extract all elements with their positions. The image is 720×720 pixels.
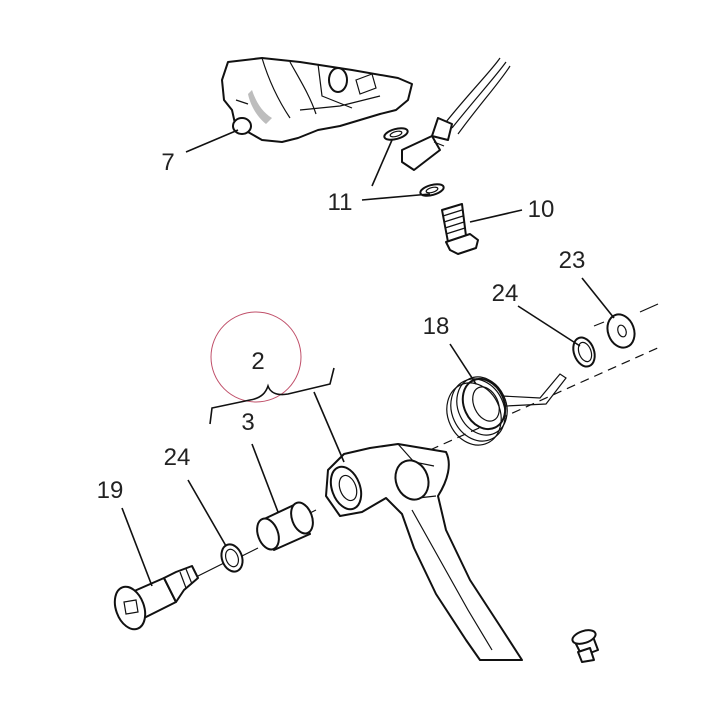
label-7: 7 [161,149,174,176]
pedal-stop-bolt [571,629,599,663]
circlip-24-left [220,543,244,573]
pivot-bolt-19 [113,565,199,631]
sealing-washer-upper [383,127,409,141]
label-11: 11 [328,189,353,216]
leader-lines [121,129,615,587]
label-10: 10 [528,196,555,223]
bushing-3 [256,501,314,551]
banjo-bolt [441,203,479,255]
label-3: 3 [241,409,254,436]
sealing-washer-lower [419,183,445,197]
label-23: 23 [559,247,586,274]
label-19: 19 [97,477,124,504]
label-24-left: 24 [164,444,191,471]
circlip-24-right [572,336,596,368]
callout-labels: 2 3 7 10 11 18 19 23 24 24 [97,149,586,504]
kit-brace [209,367,335,425]
brake-caliper [221,57,413,143]
label-24-right: 24 [492,280,519,307]
return-spring [446,373,567,446]
label-2: 2 [251,348,264,375]
label-18: 18 [423,313,450,340]
highlight-circle [210,311,302,403]
washer-23 [606,313,636,349]
brake-hose [401,57,511,171]
brake-pedal-lever [325,443,523,661]
